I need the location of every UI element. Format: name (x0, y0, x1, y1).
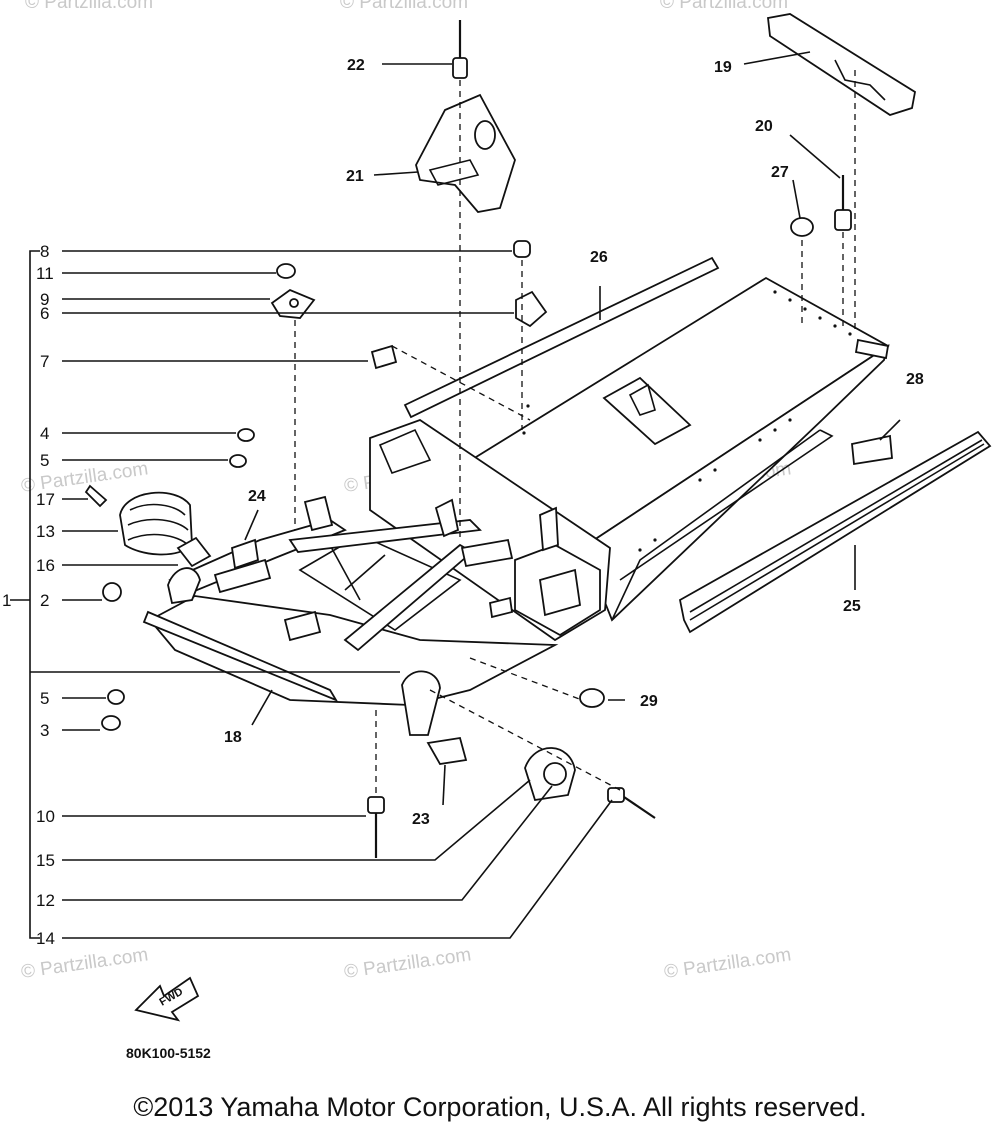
bushing-3 (101, 715, 121, 731)
leader-lines (10, 51, 901, 939)
watermark-text: © Partzilla.com (663, 944, 793, 983)
callout-14: 14 (36, 929, 55, 948)
bolt-17 (84, 484, 108, 508)
copyright-notice: ©2013 Yamaha Motor Corporation, U.S.A. A… (133, 1092, 867, 1122)
rail-26 (403, 256, 720, 419)
assembly-lines (294, 70, 856, 795)
callout-21: 21 (346, 168, 364, 185)
callout-27: 27 (771, 164, 789, 181)
rivet-holes (522, 290, 852, 552)
front-arm-right (343, 543, 474, 652)
bolt-10 (367, 796, 385, 858)
callout-8: 8 (40, 242, 49, 261)
front-crossmember (142, 610, 339, 702)
callout-29: 29 (640, 693, 658, 710)
callout-13: 13 (36, 522, 55, 541)
callout-3: 3 (40, 721, 49, 740)
left-spindle (167, 567, 201, 605)
joint-16 (176, 536, 212, 568)
belly-pan (148, 595, 559, 706)
callout-24: 24 (248, 488, 266, 505)
callout-7: 7 (40, 352, 49, 371)
bushing-5-upper (229, 454, 247, 468)
watermark-text: © Partzilla.com (20, 944, 150, 983)
callout-4: 4 (40, 424, 49, 443)
frame-assembly (142, 256, 890, 736)
plug-2 (102, 582, 122, 602)
callout-25: 25 (843, 598, 861, 615)
callout-15: 15 (36, 851, 55, 870)
watermark-text: © Partzilla.com (660, 0, 788, 13)
plate-7 (370, 344, 398, 370)
callout-labels: 1 2 3 4 5 5 6 7 8 9 10 11 12 13 14 15 16… (2, 57, 924, 948)
bolt-20 (834, 175, 852, 231)
deck-slot (602, 376, 692, 446)
callout-19: 19 (714, 59, 732, 76)
cap-29 (579, 688, 605, 708)
callout-18: 18 (224, 729, 242, 746)
bushing-5-lower (107, 689, 125, 705)
bolt-14 (607, 787, 656, 819)
right-spindle (401, 670, 441, 736)
callout-1: 1 (2, 591, 11, 610)
collar-11 (276, 263, 296, 279)
callout-20: 20 (755, 118, 773, 135)
mount-12 (543, 762, 567, 786)
callout-28: 28 (906, 371, 924, 388)
callout-22: 22 (347, 57, 365, 74)
callout-26: 26 (590, 249, 608, 266)
clip-24 (230, 538, 260, 570)
side-rail-25 (678, 430, 992, 634)
callout-10: 10 (36, 807, 55, 826)
callout-23: 23 (412, 811, 430, 828)
bushing-4 (237, 428, 255, 442)
callout-12: 12 (36, 891, 55, 910)
callout-9: 9 (40, 290, 49, 309)
fwd-arrow-icon: FWD (134, 976, 200, 1022)
decal-28 (851, 434, 893, 466)
callout-11: 11 (36, 264, 54, 283)
bolt-22 (452, 20, 468, 79)
callout-5: 5 (40, 451, 49, 470)
watermark-text: © Partzilla.com (340, 0, 468, 13)
callout-5: 5 (40, 689, 49, 708)
callout-16: 16 (36, 556, 55, 575)
bracket-6 (515, 290, 548, 328)
clip-23 (426, 736, 468, 765)
watermark-text: © Partzilla.com (343, 944, 473, 983)
callout-17: 17 (36, 490, 55, 509)
nut-8 (513, 240, 531, 258)
drawing-code: 80K100-5152 (126, 1045, 211, 1061)
cap-27 (790, 217, 814, 237)
bracket-21 (415, 93, 516, 213)
watermark-text: © Partzilla.com (25, 0, 153, 13)
callout-6: 6 (40, 304, 49, 323)
stay-19 (767, 13, 916, 116)
callout-2: 2 (40, 591, 49, 610)
